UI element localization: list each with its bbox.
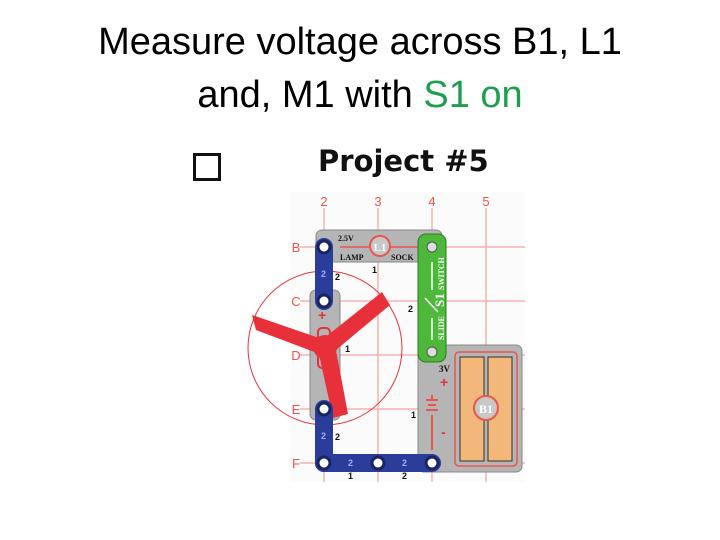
switch-text: SLIDE [437, 316, 446, 340]
lamp-voltage: 2.5V [338, 234, 354, 243]
level-label: 1 [411, 410, 416, 420]
slide-title-line2: and, M1 with S1 on [0, 73, 720, 117]
slide-switch-s1: S1 SLIDE SWITCH 2 [408, 233, 447, 363]
battery-label: B1 [479, 402, 493, 416]
row-label: B [292, 240, 301, 255]
wire-label: 2 [321, 431, 326, 441]
wire-label: 2 [348, 458, 353, 468]
battery-b1: B1 3V + - 1 [411, 344, 523, 473]
wire-label: 2 [402, 458, 407, 468]
level-label: 2 [335, 272, 340, 282]
level-label: 1 [348, 471, 353, 481]
level-label: 2 [408, 304, 413, 314]
title-text: and, M1 with [197, 74, 424, 116]
row-label: E [292, 402, 301, 417]
wire-label: 2 [321, 269, 326, 279]
row-label: F [292, 456, 300, 471]
slide-title-line1: Measure voltage across B1, L1 [98, 21, 622, 63]
lamp-socket-l1: L1 2.5V LAMP SOCK 1 [315, 229, 443, 275]
row-label: C [291, 294, 300, 309]
battery-voltage: 3V [439, 364, 451, 374]
level-label: 2 [335, 432, 340, 442]
column-label: 4 [428, 194, 435, 209]
battery-plus: + [440, 374, 448, 390]
column-label: 2 [320, 194, 327, 209]
snap-wires [315, 238, 441, 472]
motor-plus: + [318, 307, 326, 323]
lamp-text: LAMP [340, 253, 364, 262]
level-label: 1 [345, 344, 350, 354]
project-title: Project #5 [318, 144, 489, 178]
level-label: 2 [402, 471, 407, 481]
battery-minus: - [441, 424, 446, 440]
row-label: D [291, 348, 300, 363]
lamp-text2: SOCK [391, 253, 414, 262]
level-label: 1 [372, 265, 377, 275]
switch-label: S1 [432, 293, 447, 307]
lamp-label: L1 [374, 242, 387, 254]
title-highlight: S1 on [423, 74, 523, 116]
switch-text2: SWITCH [437, 256, 446, 290]
column-label: 5 [482, 194, 489, 209]
column-label: 3 [374, 194, 381, 209]
checkbox[interactable] [193, 153, 221, 181]
